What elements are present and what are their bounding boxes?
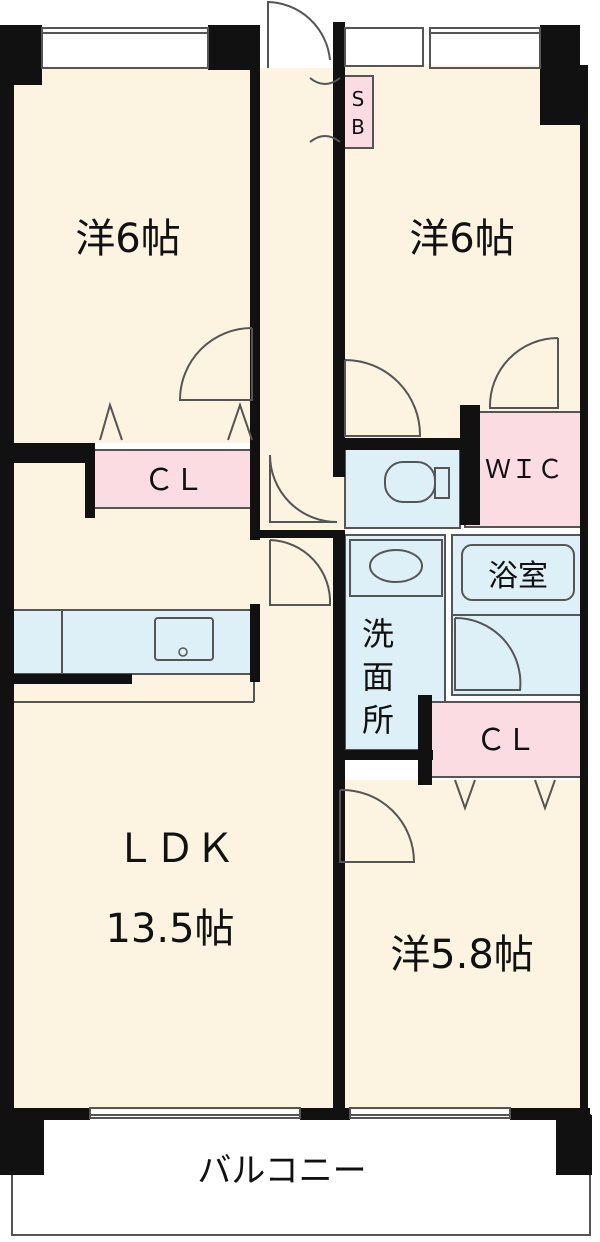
sb-label-top: S bbox=[352, 87, 365, 111]
sb-box bbox=[342, 75, 374, 149]
cl-east-label: ＣＬ bbox=[476, 723, 536, 758]
cl-east-box bbox=[427, 701, 584, 778]
balcony-area bbox=[11, 1114, 591, 1236]
bedroom-nw-label: 洋6帖 bbox=[75, 216, 180, 262]
bedroom-ne-label: 洋6帖 bbox=[409, 216, 514, 262]
bedroom-se-label: 洋5.8帖 bbox=[390, 932, 534, 978]
bedroom-se-floor bbox=[345, 780, 585, 1110]
kitchen-counter bbox=[11, 609, 255, 675]
wic-label: ＷＩＣ bbox=[485, 455, 563, 485]
washroom-label-1: 洗 bbox=[362, 615, 394, 653]
toilet-bowl bbox=[384, 461, 436, 503]
kitchen-sink bbox=[154, 617, 214, 661]
kitchen-drain bbox=[178, 647, 188, 657]
walls bbox=[0, 22, 592, 1175]
windows bbox=[41, 27, 541, 1119]
wash-basin bbox=[369, 549, 423, 583]
cl-west-label: ＣＬ bbox=[144, 463, 204, 498]
washroom-label-2: 面 bbox=[362, 658, 394, 696]
bath-label-frame bbox=[461, 544, 575, 601]
balcony-label: バルコニー bbox=[197, 1151, 366, 1191]
bath-label: 浴室 bbox=[488, 559, 548, 594]
bedroom-ne-floor bbox=[345, 65, 580, 440]
ldk-size-label: 13.5帖 bbox=[105, 906, 234, 952]
door-swings bbox=[99, 0, 559, 863]
ldk-floor bbox=[12, 455, 337, 1110]
toilet-tank bbox=[434, 467, 450, 499]
bedroom-nw-floor bbox=[12, 68, 252, 443]
washroom-label-3: 所 bbox=[362, 701, 394, 739]
sb-label-bottom: B bbox=[351, 115, 365, 139]
ldk-label: ＬＤＫ bbox=[115, 826, 235, 872]
